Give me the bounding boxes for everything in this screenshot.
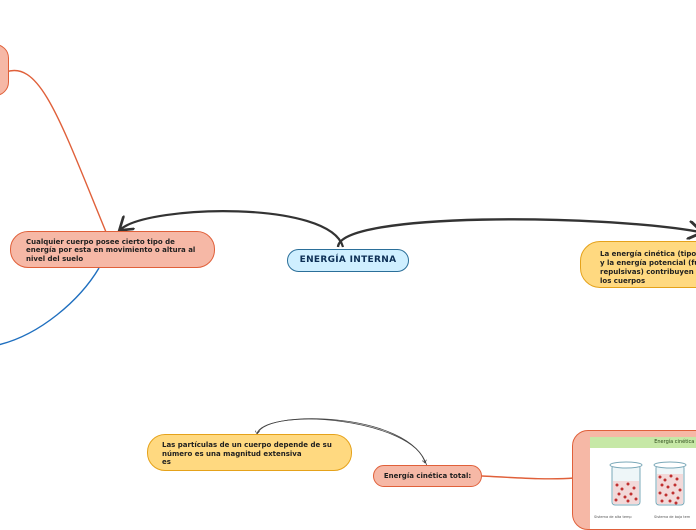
caption-high-temp: Sistema de alta temp — [594, 515, 632, 519]
topic-node-internal-energy-definition[interactable]: La energía cinética (tipo y la energía p… — [580, 241, 696, 288]
topic-text: Las partículas de un cuerpo depende de s… — [162, 441, 351, 467]
link-left-to-offscreen — [0, 268, 99, 345]
image-topic-node[interactable]: Energía cinética tota — [572, 430, 696, 530]
topic-label: Energía cinética total: — [374, 466, 481, 486]
topic-node-total-kinetic-energy[interactable]: Energía cinética total: — [373, 465, 482, 487]
illustration-title: Energía cinética tota — [590, 437, 696, 448]
caption-low-temp: Sistema de baja tem — [654, 515, 690, 519]
topic-text: La energía cinética (tipo y la energía p… — [600, 250, 696, 286]
topic-text: Cualquier cuerpo posee cierto tipo de en… — [26, 238, 206, 263]
beakers-illustration — [590, 449, 696, 519]
topic-node-extensive-magnitude[interactable]: Las partículas de un cuerpo depende de s… — [147, 434, 352, 471]
embedded-illustration: Energía cinética tota — [590, 437, 696, 530]
central-topic-node[interactable]: ENERGÍA INTERNA — [287, 249, 409, 272]
link-kinetic-to-image — [482, 476, 574, 479]
topic-node-kinetic-potential[interactable]: Cualquier cuerpo posee cierto tipo de en… — [10, 231, 215, 268]
link-topleft-to-left — [6, 70, 106, 232]
central-topic-label: ENERGÍA INTERNA — [288, 250, 408, 271]
